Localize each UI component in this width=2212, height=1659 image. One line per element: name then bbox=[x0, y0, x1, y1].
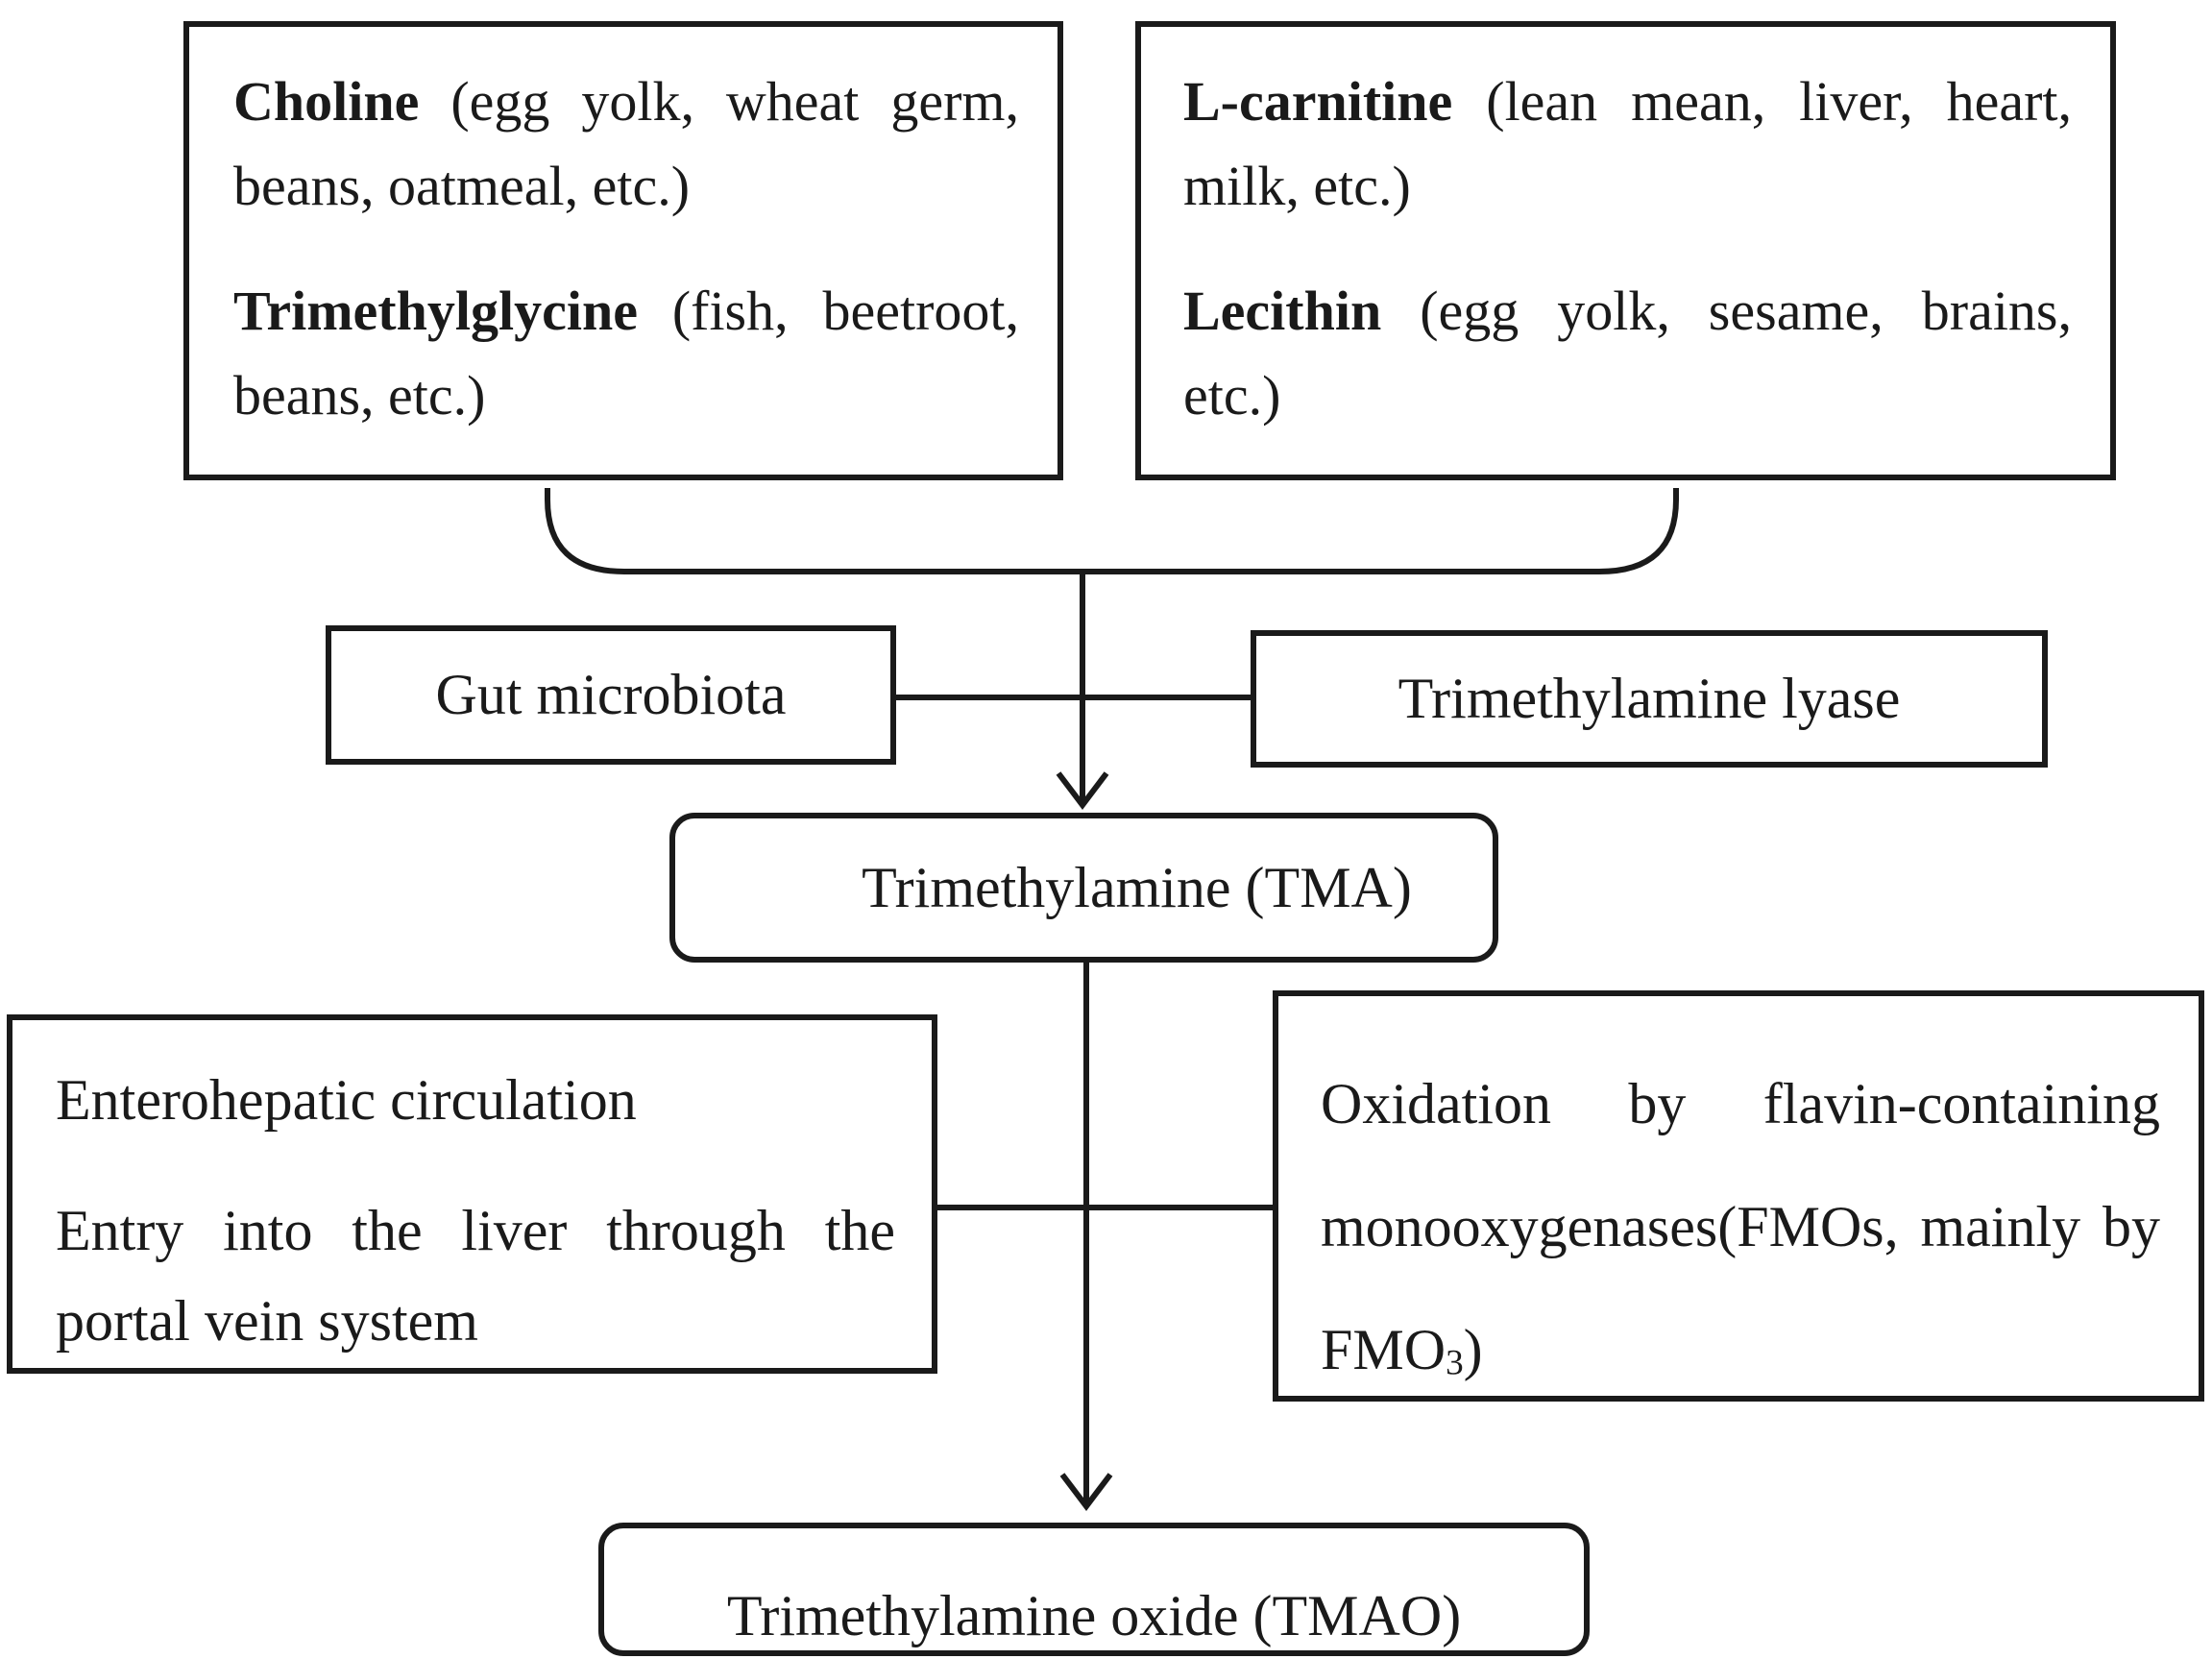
nutrient-name: L-carnitine bbox=[1183, 70, 1453, 133]
nutrient-name: Trimethylglycine bbox=[233, 280, 638, 342]
fmo-suffix: ) bbox=[1463, 1318, 1483, 1381]
source-item-lecithin: Lecithin (egg yolk, sesame, brains, etc.… bbox=[1183, 269, 2072, 438]
tma-label: Trimethylamine (TMA) bbox=[862, 855, 1412, 919]
fmo-oxidation-box: Oxidation by flavin-containing monooxyge… bbox=[1273, 990, 2204, 1402]
source-box-carnitine: L-carnitine (lean mean, liver, heart, mi… bbox=[1135, 21, 2116, 480]
arrowhead-tma bbox=[1056, 771, 1109, 810]
nutrient-foods: (fish, beetroot, beans, etc.) bbox=[233, 280, 1020, 427]
enterohepatic-line: Enterohepatic circulation bbox=[56, 1068, 637, 1132]
tmao-label: Trimethylamine oxide (TMAO) bbox=[726, 1584, 1462, 1647]
tma-lyase-label: Trimethylamine lyase bbox=[1398, 667, 1901, 730]
tma-box: Trimethylamine (TMA) bbox=[669, 813, 1498, 963]
tma-lyase-box: Trimethylamine lyase bbox=[1251, 630, 2048, 768]
nutrient-foods: (egg yolk, wheat germ, beans, oatmeal, e… bbox=[233, 70, 1019, 217]
source-item-choline: Choline (egg yolk, wheat germ, beans, oa… bbox=[233, 60, 1019, 229]
nutrient-name: Lecithin bbox=[1183, 280, 1382, 342]
nutrient-foods: (egg yolk, sesame, brains, etc.) bbox=[1183, 280, 2072, 427]
source-item-trimethylglycine: Trimethylglycine (fish, beetroot, beans,… bbox=[233, 269, 1019, 438]
nutrient-name: Choline bbox=[233, 70, 420, 133]
gut-microbiota-label: Gut microbiota bbox=[435, 663, 787, 726]
portal-vein-line: Entry into the liver through the portal … bbox=[56, 1199, 895, 1353]
arrowhead-tmao bbox=[1059, 1473, 1113, 1511]
nutrient-foods: (lean mean, liver, heart, milk, etc.) bbox=[1183, 70, 2072, 217]
source-box-choline: Choline (egg yolk, wheat germ, beans, oa… bbox=[183, 21, 1063, 480]
enterohepatic-box: Enterohepatic circulation Entry into the… bbox=[7, 1014, 937, 1374]
source-item-l-carnitine: L-carnitine (lean mean, liver, heart, mi… bbox=[1183, 60, 2072, 229]
fmo-subscript: 3 bbox=[1446, 1343, 1464, 1383]
gut-microbiota-box: Gut microbiota bbox=[326, 625, 896, 765]
tmao-box: Trimethylamine oxide (TMAO) bbox=[598, 1523, 1590, 1656]
fmo-oxidation-text: Oxidation by flavin-containing monooxyge… bbox=[1321, 1072, 2160, 1381]
merge-brace bbox=[545, 488, 1679, 574]
